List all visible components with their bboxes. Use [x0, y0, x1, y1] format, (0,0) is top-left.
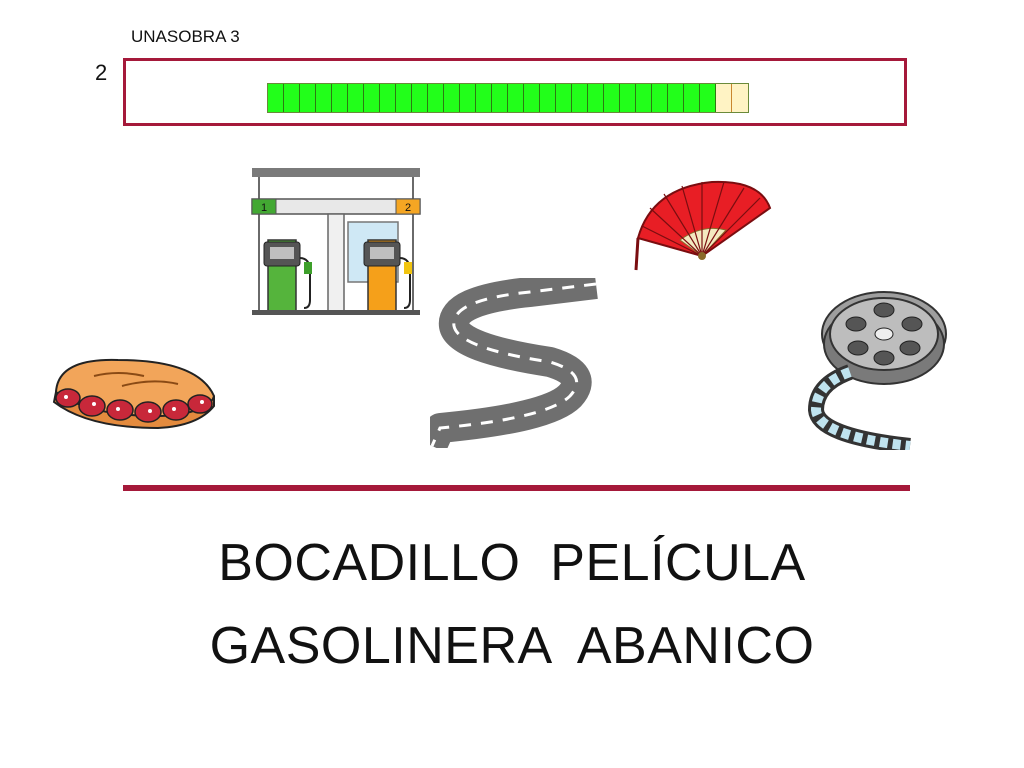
progress-segment-filled	[508, 84, 524, 112]
progress-segment-empty	[732, 84, 748, 112]
progress-segment-filled	[476, 84, 492, 112]
progress-segment-filled	[556, 84, 572, 112]
pump-right-number: 2	[405, 202, 411, 214]
pump-left-number: 1	[261, 202, 267, 214]
progress-segment-filled	[332, 84, 348, 112]
row-number: 2	[95, 60, 108, 85]
progress-segment-filled	[428, 84, 444, 112]
progress-segment-filled	[444, 84, 460, 112]
progress-segment-filled	[284, 84, 300, 112]
progress-segment-filled	[316, 84, 332, 112]
progress-segment-empty	[716, 84, 732, 112]
progress-frame	[123, 58, 907, 126]
film-reel-icon	[807, 291, 947, 450]
progress-segment-filled	[380, 84, 396, 112]
gas-station-icon: 1 2	[251, 168, 421, 315]
progress-segment-filled	[604, 84, 620, 112]
progress-segment-filled	[268, 84, 284, 112]
divider-line	[123, 485, 910, 491]
progress-segment-filled	[620, 84, 636, 112]
progress-segment-filled	[572, 84, 588, 112]
progress-segment-filled	[588, 84, 604, 112]
progress-segment-filled	[652, 84, 668, 112]
progress-segment-filled	[412, 84, 428, 112]
progress-segment-filled	[364, 84, 380, 112]
progress-segment-filled	[700, 84, 716, 112]
progress-segment-filled	[684, 84, 700, 112]
progress-segment-filled	[460, 84, 476, 112]
progress-segment-filled	[396, 84, 412, 112]
progress-segment-filled	[636, 84, 652, 112]
progress-bar	[267, 83, 749, 113]
sandwich-icon	[52, 358, 216, 430]
progress-segment-filled	[300, 84, 316, 112]
header-label: UNASOBRA 3	[131, 27, 240, 46]
progress-segment-filled	[668, 84, 684, 112]
progress-segment-filled	[540, 84, 556, 112]
winding-road-icon	[430, 278, 598, 448]
word-line-1: BOCADILLO PELÍCULA	[218, 534, 806, 592]
progress-segment-filled	[492, 84, 508, 112]
hand-fan-icon	[634, 180, 772, 271]
progress-segment-filled	[524, 84, 540, 112]
word-line-2: GASOLINERA ABANICO	[209, 617, 815, 675]
progress-segment-filled	[348, 84, 364, 112]
